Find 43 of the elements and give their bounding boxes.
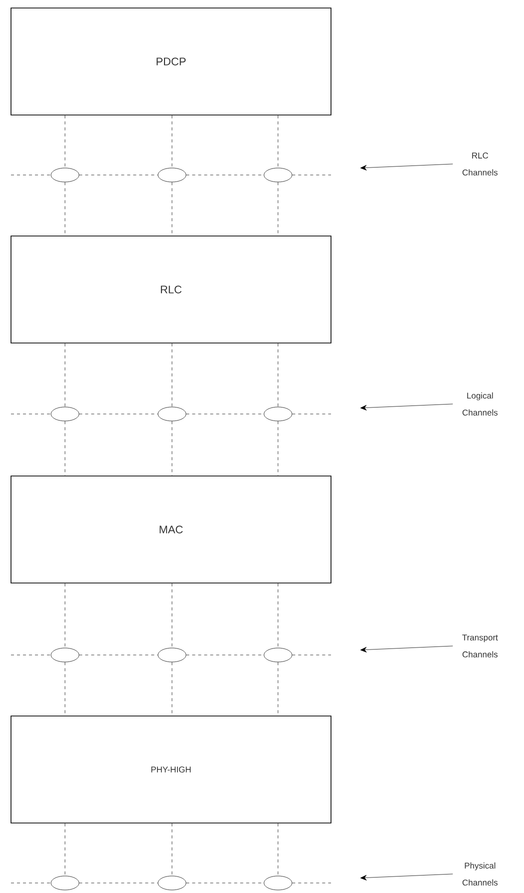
channel-ellipse (50, 168, 80, 182)
channel-ellipse (264, 168, 292, 182)
channel-ellipse (50, 648, 80, 662)
dashed-line (292, 882, 332, 884)
dashed-line (79, 654, 158, 656)
dashed-line (10, 174, 51, 176)
dashed-line (186, 174, 264, 176)
arrow (360, 164, 453, 170)
channel-ellipse (158, 876, 186, 890)
dashed-line (10, 654, 51, 656)
channel-ellipse (264, 406, 292, 422)
dashed-line (186, 882, 264, 884)
channel-ellipse (50, 406, 80, 422)
channel-label: Physical Channels (462, 862, 498, 886)
arrow (360, 646, 453, 652)
channel-ellipse (158, 406, 186, 422)
dashed-line (64, 823, 66, 876)
channel-label: RLC Channels (462, 152, 498, 176)
dashed-line (79, 174, 158, 176)
arrow (360, 404, 453, 410)
dashed-line (64, 583, 66, 648)
dashed-line (64, 115, 66, 168)
channel-ellipse (158, 648, 186, 662)
dashed-line (79, 882, 158, 884)
dashed-line (64, 343, 66, 407)
layer-box: MAC (10, 476, 332, 584)
dashed-line (64, 182, 66, 236)
layer-box: PDCP (10, 8, 332, 116)
channel-ellipse (264, 648, 292, 662)
dashed-line (186, 654, 264, 656)
dashed-line (292, 174, 332, 176)
arrow (360, 874, 453, 880)
channel-label: Transport Channels (462, 634, 498, 658)
channel-label: Logical Channels (462, 392, 498, 416)
dashed-line (10, 882, 51, 884)
channel-ellipse (158, 168, 186, 182)
layer-box: RLC (10, 236, 332, 344)
dashed-line (292, 654, 332, 656)
channel-ellipse (50, 876, 80, 890)
layer-box: PHY-HIGH (10, 716, 332, 824)
dashed-line (64, 421, 66, 476)
channel-ellipse (264, 876, 292, 890)
dashed-line (64, 662, 66, 716)
